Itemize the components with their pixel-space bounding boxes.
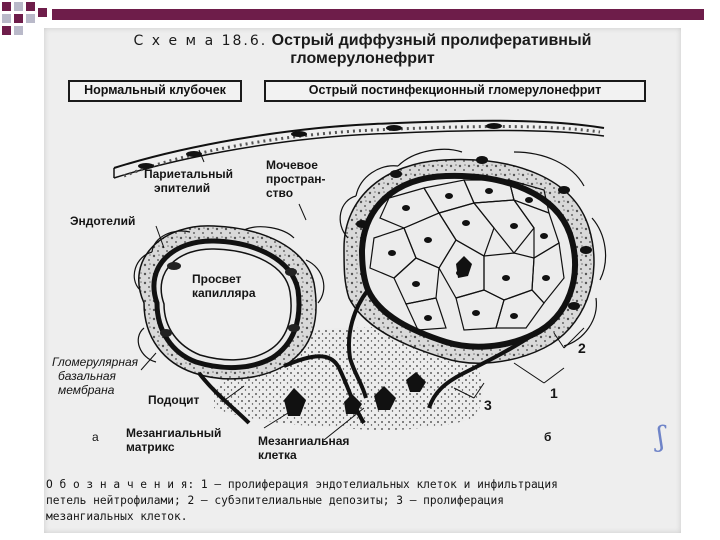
deco-square xyxy=(2,26,11,35)
deco-square xyxy=(2,14,11,23)
deco-square xyxy=(2,2,11,11)
scanned-figure: С х е м а 18.6. Острый диффузный пролифе… xyxy=(44,28,681,533)
deco-square xyxy=(14,26,23,35)
accent-bar xyxy=(52,9,704,20)
deco-square xyxy=(26,2,35,11)
deco-square xyxy=(38,8,47,17)
scan-shading xyxy=(44,28,681,533)
deco-square xyxy=(14,14,23,23)
pen-mark: ʃ xyxy=(657,420,665,453)
deco-square xyxy=(26,14,35,23)
deco-square xyxy=(14,2,23,11)
